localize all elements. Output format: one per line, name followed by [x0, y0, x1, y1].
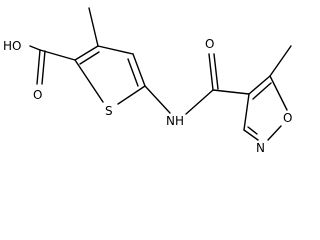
bond-iso-c5-o: [269, 75, 288, 111]
bond-c3-methyl: [88, 7, 99, 47]
bond-c2-carboxyl: [39, 49, 76, 61]
bond-c4-c5-double: [127, 58, 139, 87]
bond-carbonyl-o: [208, 53, 214, 91]
bond-iso-c4-c5: [248, 75, 271, 95]
atom-label-isoxazole-n: N: [256, 141, 265, 155]
bond-carboxyl-oh: [29, 45, 41, 51]
bond-c5-n: [144, 85, 171, 114]
bond-iso-c5-methyl: [269, 45, 292, 77]
structure-diagram: HO O S NH O O N: [3, 7, 292, 155]
atom-label-s: S: [105, 104, 113, 118]
bond-carbonyl-o-double: [213, 53, 219, 90]
bond-s-c2: [74, 59, 104, 103]
bond-c5-s: [117, 85, 146, 105]
bond-iso-n-c3-double: [247, 126, 258, 135]
bond-carboxyl-o-double: [41, 50, 46, 85]
bond-iso-o-n: [267, 125, 282, 141]
atom-label-isoxazole-o: O: [283, 111, 292, 125]
bond-iso-c4-c5-double: [252, 82, 272, 100]
bond-c2-c3: [74, 45, 99, 61]
atom-label-ho: HO: [3, 39, 21, 53]
bond-c2-c3-double: [79, 51, 100, 65]
atom-label-amide-o: O: [205, 37, 214, 51]
bond-carboxyl-o: [36, 49, 41, 85]
bond-n-carbonyl: [185, 89, 214, 115]
bond-iso-c3-c4: [243, 93, 250, 131]
bond-carbonyl-c4: [212, 89, 250, 95]
bond-iso-n-c3: [243, 129, 259, 141]
atom-label-carboxyl-o: O: [33, 88, 42, 102]
bond-c4-c5: [132, 53, 146, 87]
bond-c3-c4: [97, 45, 134, 55]
molecule-canvas: HO O S NH O O N: [3, 7, 292, 155]
atom-label-nh: NH: [166, 114, 184, 128]
